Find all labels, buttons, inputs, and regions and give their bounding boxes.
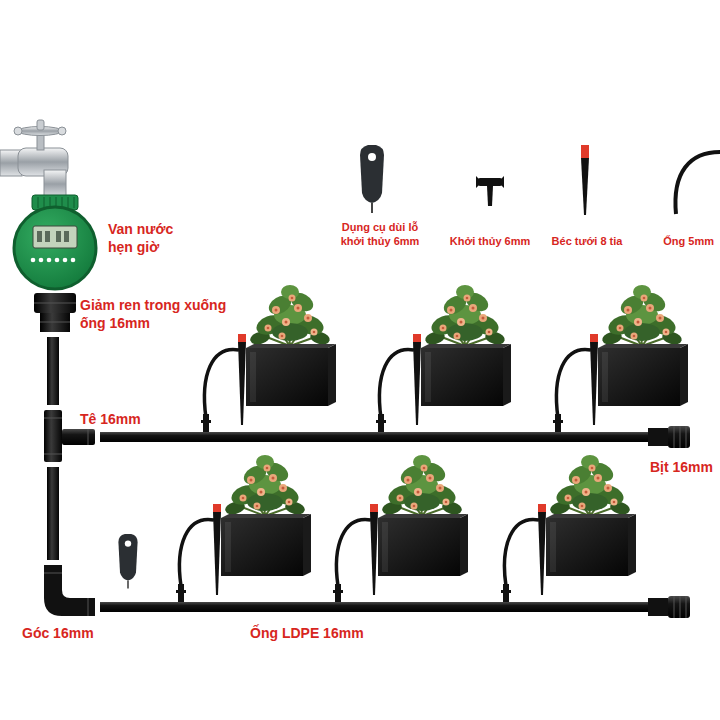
- lcd-segment: [56, 231, 61, 242]
- ldpe-pipe: [100, 432, 650, 442]
- barb-connector: [201, 420, 211, 423]
- timer-button: [31, 258, 36, 263]
- timer-lcd: [33, 226, 77, 248]
- cap-body: [668, 426, 690, 448]
- potted-plant: [246, 285, 336, 406]
- end-cap: [648, 596, 690, 618]
- punch-hole: [125, 540, 131, 546]
- cap-ridge: [674, 596, 686, 618]
- cap-ridge: [674, 426, 686, 448]
- potted-plant: [421, 285, 511, 406]
- potted-plant: [378, 455, 468, 576]
- stake-head: [213, 504, 221, 512]
- part-label: Ống 5mm: [663, 234, 714, 248]
- drip-line-row: [179, 519, 539, 586]
- part-label: Béc tưới 8 tia: [552, 234, 623, 248]
- timer-button: [39, 258, 44, 263]
- drip-line-row: [204, 349, 591, 418]
- punch-pin: [371, 203, 373, 213]
- micro-tube: [379, 349, 414, 418]
- part-label: Giảm ren trong xuống ống 16mm: [80, 296, 230, 332]
- micro-tube: [179, 519, 214, 586]
- part-label: Ống LDPE 16mm: [250, 624, 364, 642]
- stake-head: [581, 145, 589, 158]
- stake-head: [370, 504, 378, 512]
- stake-spike: [238, 342, 246, 425]
- ldpe-pipe: [47, 467, 59, 560]
- stake-head: [590, 334, 598, 342]
- tee-branch: [62, 429, 95, 445]
- barb-connector: [333, 590, 343, 593]
- stake-head: [538, 504, 546, 512]
- stake-spike: [413, 342, 421, 425]
- faucet-handle-end: [14, 127, 22, 135]
- timer-valve: [14, 195, 96, 289]
- potted-plant: [546, 455, 636, 576]
- ldpe-pipe: [47, 337, 59, 405]
- reducer-ridge: [34, 303, 76, 322]
- barb-connector-icon: [476, 176, 504, 206]
- barb-stem: [487, 186, 493, 206]
- water-faucet: [0, 120, 68, 198]
- punch-pin: [127, 580, 129, 588]
- stake-spike: [538, 512, 546, 595]
- sprinkler-stakes: [238, 334, 598, 425]
- part-label: Tê 16mm: [80, 410, 141, 428]
- sprinkler-stakes: [213, 504, 546, 595]
- part-label: Dụng cụ dùi lỗ khởi thủy 6mm: [330, 220, 430, 249]
- punch-tool: [118, 534, 137, 588]
- lcd-segment: [64, 231, 69, 242]
- faucet-knob: [37, 120, 44, 130]
- cap-body: [668, 596, 690, 618]
- end-cap: [648, 426, 690, 448]
- cap-collar: [648, 428, 668, 446]
- micro-tube: [336, 519, 371, 586]
- reducer-fitting: [34, 293, 76, 332]
- potted-plant: [598, 285, 688, 406]
- stake-head: [413, 334, 421, 342]
- timer-button: [63, 258, 68, 263]
- micro-tube: [204, 349, 239, 418]
- part-label: Khởi thủy 6mm: [450, 234, 531, 248]
- faucet-handle-end: [58, 127, 66, 135]
- part-label: Van nước hẹn giờ: [108, 220, 192, 256]
- timer-button: [71, 258, 76, 263]
- sprinkler-stake-icon: [581, 145, 589, 215]
- barb-connector: [176, 590, 186, 593]
- elbow-fitting: [44, 565, 95, 616]
- elbow-ridge: [44, 573, 88, 616]
- stake-head: [238, 334, 246, 342]
- timer-button: [47, 258, 52, 263]
- stake-spike: [370, 512, 378, 595]
- barb-connector: [553, 420, 563, 423]
- punch-tool: [360, 145, 384, 213]
- barb-connectors: [201, 414, 563, 432]
- part-label: Góc 16mm: [22, 624, 94, 642]
- timer-button: [55, 258, 60, 263]
- micro-tube-icon: [675, 152, 720, 214]
- micro-tube: [504, 519, 539, 586]
- punch-handle: [118, 534, 137, 580]
- part-label: Bịt 16mm: [650, 458, 713, 476]
- stake-spike: [213, 512, 221, 595]
- barb-connector: [501, 590, 511, 593]
- elbow-body: [44, 565, 95, 616]
- lcd-segment: [45, 231, 50, 242]
- faucet-spout: [44, 170, 66, 198]
- punch-handle: [360, 145, 384, 203]
- lcd-segment: [37, 231, 42, 242]
- potted-plant: [221, 455, 311, 576]
- punch-hole: [368, 153, 376, 161]
- cap-collar: [648, 598, 668, 616]
- stake-spike: [590, 342, 598, 425]
- micro-tube: [556, 349, 591, 418]
- stake-spike: [581, 158, 589, 215]
- barb-connectors: [176, 584, 511, 602]
- barb-connector: [376, 420, 386, 423]
- timer-body: [14, 207, 96, 289]
- ldpe-pipe: [100, 602, 650, 612]
